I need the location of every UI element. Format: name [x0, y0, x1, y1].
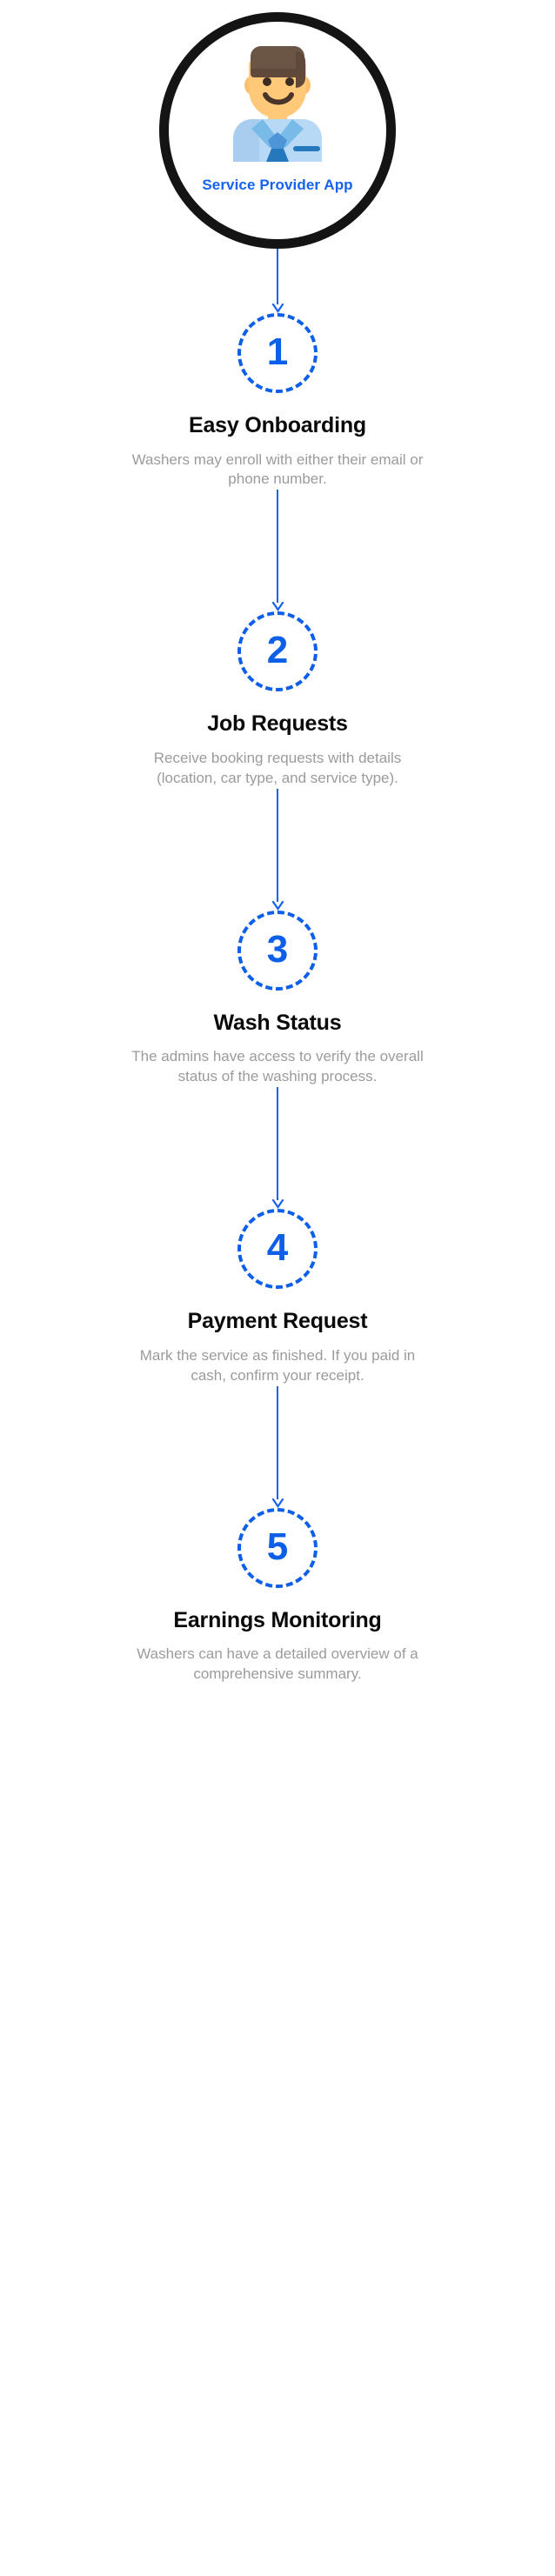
- connector-stem: [277, 490, 278, 604]
- step-number: 4: [266, 1226, 289, 1270]
- step-number-circle: 4: [237, 1209, 318, 1290]
- step-description: Mark the service as finished. If you pai…: [139, 1346, 416, 1384]
- hero-label: Service Provider App: [202, 177, 353, 193]
- connector-stem: [277, 1087, 278, 1201]
- step-title: Easy Onboarding: [189, 413, 366, 437]
- step-title: Earnings Monitoring: [173, 1607, 382, 1632]
- step-number-circle: 5: [237, 1507, 318, 1588]
- step-number: 5: [266, 1525, 289, 1568]
- arrow-head-icon: [271, 1498, 284, 1508]
- step-number-circle: 3: [237, 910, 318, 991]
- step-description: Receive booking requests with details (l…: [153, 749, 402, 786]
- step-item[interactable]: 3 Wash Status The admins have access to …: [0, 910, 555, 1087]
- step-title: Payment Request: [187, 1309, 368, 1334]
- step-number: 3: [266, 927, 289, 971]
- step-item[interactable]: 2 Job Requests Receive booking requests …: [0, 611, 555, 788]
- connector-stem: [277, 1385, 278, 1499]
- arrow-head-icon: [271, 900, 284, 911]
- step-item[interactable]: 5 Earnings Monitoring Washers can have a…: [0, 1507, 555, 1685]
- arrow-head-icon: [271, 602, 284, 612]
- step-number-circle: 2: [237, 611, 318, 692]
- step-number-circle: 1: [237, 313, 318, 393]
- arrow-down-icon: [271, 490, 284, 612]
- step-title: Wash Status: [213, 1010, 342, 1035]
- arrow-down-icon: [271, 1385, 284, 1508]
- arrow-down-icon: [271, 1087, 284, 1210]
- step-number: 2: [266, 629, 289, 672]
- step-description: Washers may enroll with either their ema…: [131, 450, 424, 488]
- step-number: 1: [266, 330, 289, 373]
- arrow-down-icon: [271, 788, 284, 911]
- arrow-head-icon: [271, 1199, 284, 1210]
- connector-stem: [277, 249, 278, 304]
- step-item[interactable]: 1 Easy Onboarding Washers may enroll wit…: [0, 313, 555, 490]
- step-description: Washers can have a detailed overview of …: [137, 1645, 418, 1682]
- connector-stem: [277, 788, 278, 902]
- hero-badge: Service Provider App: [159, 12, 396, 249]
- arrow-head-icon: [271, 304, 284, 313]
- step-item[interactable]: 4 Payment Request Mark the service as fi…: [0, 1209, 555, 1385]
- step-description: The admins have access to verify the ove…: [131, 1048, 424, 1085]
- service-provider-avatar-icon: [212, 44, 343, 162]
- arrow-down-icon: [271, 249, 284, 313]
- step-title: Job Requests: [207, 711, 348, 737]
